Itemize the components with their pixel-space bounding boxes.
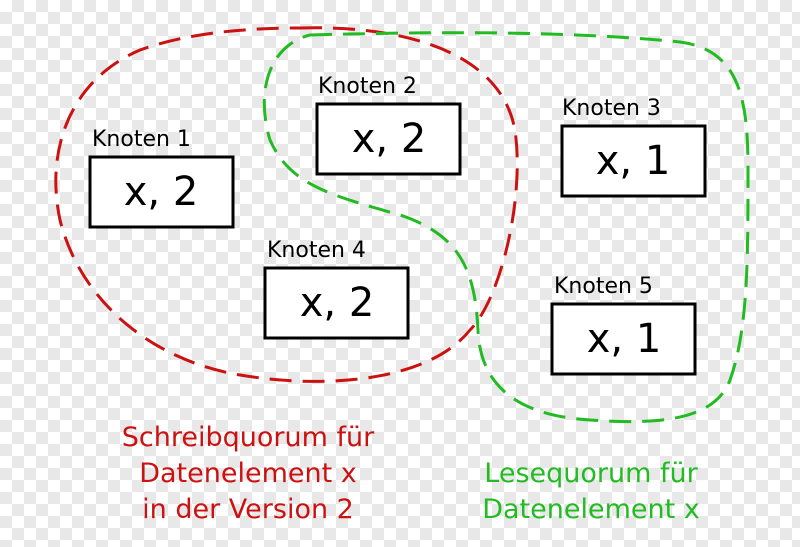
node-4: Knoten 4 x, 2: [263, 238, 410, 340]
node-4-value: x, 2: [300, 280, 375, 326]
node-2-box: [315, 102, 462, 176]
node-4-label: Knoten 4: [267, 238, 366, 263]
node-5-label: Knoten 5: [554, 274, 653, 299]
node-1-value: x, 2: [124, 169, 199, 215]
node-3-box: [560, 124, 707, 198]
write-quorum-caption: Schreibquorum für Datenelement x in der …: [122, 422, 375, 525]
node-2: Knoten 2 x, 2: [315, 74, 462, 176]
read-quorum-caption: Lesequorum für Datenelement x: [482, 458, 700, 525]
read-quorum-caption-line-1: Lesequorum für: [484, 458, 698, 489]
write-quorum-caption-line-2: Datenelement x: [139, 458, 357, 489]
node-1-label: Knoten 1: [92, 127, 191, 152]
node-3-label: Knoten 3: [562, 96, 661, 121]
node-1-box: [88, 155, 235, 229]
node-3: Knoten 3 x, 1: [560, 96, 707, 198]
node-4-box: [263, 266, 410, 340]
node-5: Knoten 5 x, 1: [550, 274, 697, 376]
node-1: Knoten 1 x, 2: [88, 127, 235, 229]
write-quorum-caption-line-3: in der Version 2: [142, 494, 354, 525]
write-quorum-caption-line-1: Schreibquorum für: [122, 422, 375, 453]
read-quorum-caption-line-2: Datenelement x: [482, 494, 700, 525]
write-quorum-outline: [54, 26, 519, 383]
read-quorum-outline: [262, 31, 750, 424]
node-5-box: [550, 302, 697, 376]
node-3-value: x, 1: [596, 138, 671, 184]
node-2-label: Knoten 2: [318, 74, 417, 99]
node-5-value: x, 1: [587, 316, 662, 362]
node-2-value: x, 2: [352, 116, 427, 162]
